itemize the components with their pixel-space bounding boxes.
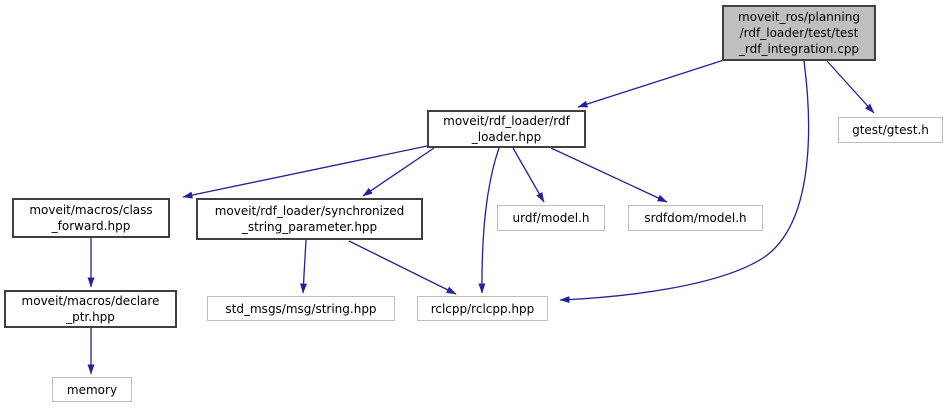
node-urdf-model-h[interactable]: urdf/model.h — [497, 205, 605, 231]
edge-rdf-loader-to-urdf — [512, 147, 545, 203]
node-rclcpp-hpp[interactable]: rclcpp/rclcpp.hpp — [417, 296, 548, 321]
edge-synchronized-to-std-msgs — [300, 239, 308, 294]
node-synchronized-string-parameter-hpp[interactable]: moveit/rdf_loader/synchronized _string_p… — [196, 198, 423, 240]
node-label-line: memory — [66, 382, 118, 397]
node-memory[interactable]: memory — [52, 377, 132, 402]
node-label-line: _forward.hpp — [51, 219, 131, 233]
edge-rdf-loader-to-rclcpp — [478, 147, 500, 294]
node-label-line: _string_parameter.hpp — [241, 220, 378, 234]
node-label-line: _ptr.hpp — [66, 310, 115, 324]
node-label-line: /rdf_loader/test/test — [739, 26, 859, 40]
node-srdfdom-model-h[interactable]: srdfdom/model.h — [628, 205, 763, 231]
edge-synchronized-to-rclcpp — [348, 240, 457, 295]
node-label-line: moveit/rdf_loader/synchronized — [214, 204, 405, 218]
edge-test-cpp-to-gtest — [826, 60, 875, 114]
edge-rdf-loader-to-class-forward — [182, 145, 428, 199]
node-label-line: rclcpp/rclcpp.hpp — [430, 301, 535, 316]
node-label-line: moveit/rdf_loader/rdf — [443, 114, 570, 128]
node-gtest-h[interactable]: gtest/gtest.h — [838, 117, 943, 143]
node-label-line: _rdf_integration.cpp — [738, 42, 860, 56]
node-label-line: _loader.hpp — [471, 130, 542, 144]
node-declare-ptr-hpp[interactable]: moveit/macros/declare _ptr.hpp — [4, 290, 177, 328]
node-std-msgs-string-hpp[interactable]: std_msgs/msg/string.hpp — [207, 296, 395, 321]
node-label-line: std_msgs/msg/string.hpp — [225, 301, 377, 316]
node-test-rdf-integration-cpp[interactable]: moveit_ros/planning /rdf_loader/test/tes… — [722, 5, 876, 61]
edge-test-cpp-to-rclcpp — [559, 60, 810, 304]
edge-rdf-loader-to-srdfdom — [550, 147, 668, 203]
node-label-line: moveit_ros/planning — [738, 10, 860, 24]
node-label-line: moveit/macros/declare — [21, 294, 160, 308]
edge-test-cpp-to-rdf-loader — [577, 59, 725, 108]
node-class-forward-hpp[interactable]: moveit/macros/class _forward.hpp — [12, 198, 170, 238]
node-label-line: moveit/macros/class — [29, 203, 153, 217]
node-rdf-loader-hpp[interactable]: moveit/rdf_loader/rdf _loader.hpp — [427, 110, 586, 148]
node-label-line: gtest/gtest.h — [852, 123, 929, 137]
node-label-line: srdfdom/model.h — [644, 211, 747, 225]
node-label-line: urdf/model.h — [512, 211, 590, 225]
edge-rdf-loader-to-synchronized — [362, 147, 435, 197]
